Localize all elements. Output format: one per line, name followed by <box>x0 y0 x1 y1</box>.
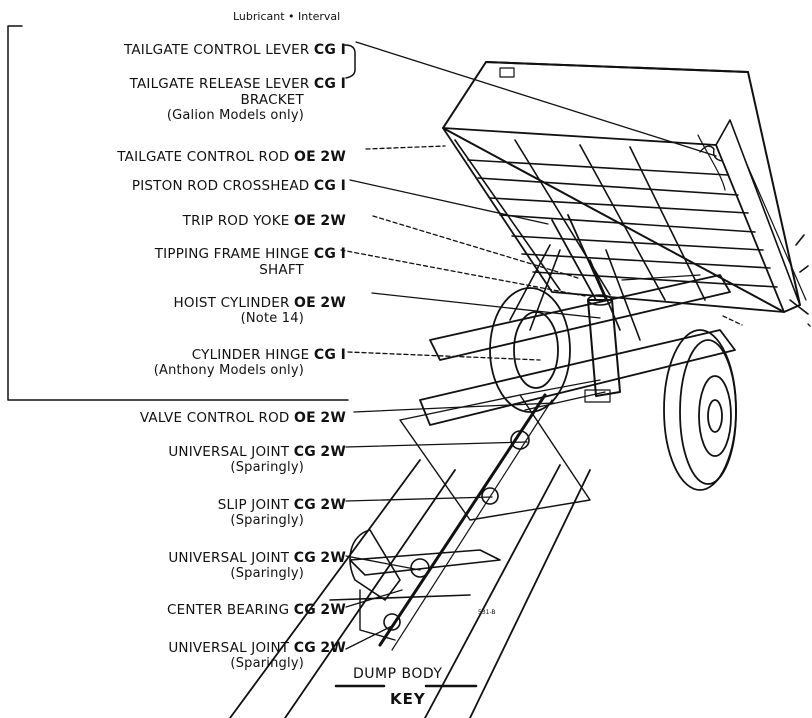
lube-item: PISTON ROD CROSSHEAD CG I <box>132 178 346 194</box>
lubricant-code: CG <box>313 76 337 92</box>
lubricant-code: CG <box>293 444 316 460</box>
leader-lines <box>340 41 812 650</box>
item-name: CYLINDER HINGE <box>191 347 310 363</box>
lube-item: TIPPING FRAME HINGE CG I SHAFT <box>155 246 346 278</box>
lube-item: TRIP ROD YOKE OE 2W <box>183 213 346 229</box>
figure-caption: DUMP BODY <box>353 666 443 682</box>
item-note: (Sparingly) <box>230 460 304 475</box>
item-name: TIPPING FRAME HINGE <box>154 246 310 262</box>
lube-item: SLIP JOINT CG 2W (Sparingly) <box>218 497 346 529</box>
item-name: SLIP JOINT <box>217 497 290 513</box>
item-name: TAILGATE CONTROL ROD <box>117 149 290 165</box>
column-header: Lubricant • Interval <box>233 10 340 23</box>
lube-item: TAILGATE CONTROL ROD OE 2W <box>117 149 346 165</box>
lube-item: HOIST CYLINDER OE 2W (Note 14) <box>174 295 346 327</box>
lubricant-code: OE <box>294 410 316 426</box>
item-name: TAILGATE CONTROL LEVER <box>123 42 310 58</box>
item-name: PISTON ROD CROSSHEAD <box>131 178 310 194</box>
interval-code: 2W <box>320 444 346 460</box>
interval-code: 2W <box>320 602 346 618</box>
lubricant-code: CG <box>293 640 316 656</box>
item-name-cont: SHAFT <box>259 262 304 278</box>
item-name: TRIP ROD YOKE <box>182 213 290 229</box>
item-note: (Anthony Models only) <box>153 363 304 378</box>
item-note: (Sparingly) <box>230 513 304 528</box>
header-bullet: • <box>288 10 295 23</box>
chassis-frame <box>229 274 736 718</box>
lubricant-code: CG <box>293 550 316 566</box>
curly-brace <box>344 44 356 79</box>
header-interval: Interval <box>298 10 341 23</box>
interval-code: I <box>340 246 346 262</box>
lubricant-code: OE <box>294 295 316 311</box>
lubricant-code: CG <box>313 178 337 194</box>
dump-body <box>442 61 809 315</box>
item-name: HOIST CYLINDER <box>173 295 290 311</box>
lube-item: CENTER BEARING CG 2W <box>167 602 346 618</box>
interval-code: I <box>340 178 346 194</box>
lubricant-code: CG <box>313 42 337 58</box>
key-label: KEY <box>390 690 426 708</box>
item-note: (Galion Models only) <box>166 108 304 123</box>
item-name: UNIVERSAL JOINT <box>168 640 290 656</box>
lube-item: UNIVERSAL JOINT CG 2W (Sparingly) <box>168 550 346 582</box>
lubricant-code: CG <box>293 497 316 513</box>
interval-code: I <box>340 347 346 363</box>
item-name-cont: BRACKET <box>240 92 304 108</box>
item-note: (Sparingly) <box>230 566 304 581</box>
item-name: VALVE CONTROL ROD <box>139 410 290 426</box>
lube-item: UNIVERSAL JOINT CG 2W (Sparingly) <box>168 444 346 476</box>
interval-code: 2W <box>320 410 346 426</box>
interval-code: 2W <box>320 295 346 311</box>
header-lubricant: Lubricant <box>233 10 285 23</box>
figure-code: 531-B <box>478 609 496 616</box>
lubricant-code: OE <box>294 213 316 229</box>
interval-code: I <box>340 42 346 58</box>
interval-code: 2W <box>320 640 346 656</box>
item-name: CENTER BEARING <box>166 602 290 618</box>
item-name: TAILGATE RELEASE LEVER <box>129 76 310 92</box>
item-note: (Note 14) <box>240 311 304 326</box>
lubricant-code: CG <box>313 347 337 363</box>
lube-item: VALVE CONTROL ROD OE 2W <box>140 410 346 426</box>
lubricant-code: CG <box>313 246 337 262</box>
lubricant-code: OE <box>294 149 316 165</box>
item-name: UNIVERSAL JOINT <box>168 444 290 460</box>
lube-item: UNIVERSAL JOINT CG 2W (Sparingly) <box>168 640 346 672</box>
lubricant-code: CG <box>293 602 316 618</box>
rear-wheels <box>489 287 737 491</box>
lube-item: TAILGATE CONTROL LEVER CG I <box>124 42 346 58</box>
interval-code: 2W <box>320 149 346 165</box>
interval-code: 2W <box>320 550 346 566</box>
interval-code: 2W <box>320 497 346 513</box>
item-group-bracket <box>7 25 349 401</box>
lube-item: TAILGATE RELEASE LEVER CG I BRACKET(Galio… <box>130 76 346 124</box>
lube-item: CYLINDER HINGE CG I (Anthony Models only) <box>154 347 346 379</box>
item-name: UNIVERSAL JOINT <box>168 550 290 566</box>
interval-code: I <box>340 76 346 92</box>
interval-code: 2W <box>320 213 346 229</box>
item-note: (Sparingly) <box>230 656 304 671</box>
